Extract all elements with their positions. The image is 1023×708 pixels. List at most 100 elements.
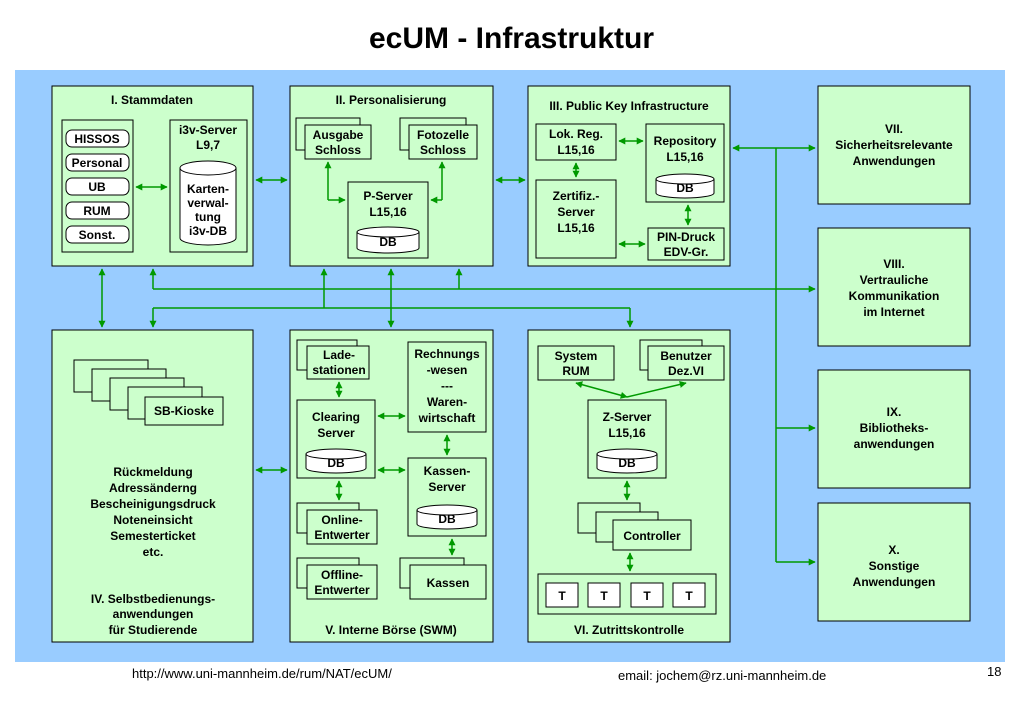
online-line1: Online-	[321, 513, 362, 527]
item-rueckmeldung: Rückmeldung	[113, 465, 192, 479]
i3v-db-line2: verwal-	[187, 196, 228, 210]
r7-line3: Anwendungen	[853, 154, 936, 168]
kassen-db-label: DB	[438, 512, 456, 526]
section-selbstbedienung-title: IV. Selbstbedienungs- anwendungen für St…	[91, 592, 215, 637]
benutzer-line1: Benutzer	[660, 349, 712, 363]
p-server-name: P-Server	[363, 189, 413, 203]
item-semesterticket: Semesterticket	[110, 529, 195, 543]
sb-kioske-label: SB-Kioske	[154, 404, 214, 418]
r9-line1: IX.	[887, 405, 902, 419]
repo-line2: L15,16	[666, 150, 704, 164]
hissos-label: HISSOS	[74, 132, 119, 146]
lokreg-line2: L15,16	[557, 143, 595, 157]
zert-line1: Zertifiz.-	[553, 189, 600, 203]
card-online-entwerter: Online- Entwerter	[296, 502, 378, 545]
card-offline-entwerter: Offline- Entwerter	[296, 557, 378, 600]
card-ausgabe-schloss: Ausgabe Schloss	[295, 117, 372, 160]
i3v-db-line3: tung	[195, 210, 221, 224]
cylinder-personal: Personal	[65, 153, 130, 172]
terminal-3: T	[643, 589, 651, 603]
clearing-line2: Server	[317, 426, 355, 440]
clearing-server-box: Clearing Server DB	[296, 399, 376, 479]
r8-line2: Vertrauliche	[860, 273, 929, 287]
box-sonstige-anwendungen: X. Sonstige Anwendungen	[817, 502, 971, 622]
card-fotozelle-schloss: Fotozelle Schloss	[399, 117, 478, 160]
rum-label: RUM	[83, 204, 110, 218]
r10-line2: Sonstige	[869, 559, 920, 573]
selbstbedienung-items: Rückmeldung Adressänderng Bescheinigungs…	[90, 465, 216, 559]
stammdaten-source-stack: HISSOS Personal UB RUM Sonst.	[61, 119, 134, 253]
item-etc: etc.	[143, 545, 164, 559]
pin-line2: EDV-Gr.	[664, 245, 709, 259]
offline-line1: Offline-	[321, 568, 363, 582]
zserver-db-label: DB	[618, 456, 636, 470]
terminal-2: T	[600, 589, 608, 603]
repository-box: Repository L15,16 DB	[645, 123, 725, 203]
lokreg-line1: Lok. Reg.	[549, 127, 603, 141]
rechnung-line1: Rechnungs	[414, 347, 480, 361]
i3v-db-line4: i3v-DB	[189, 224, 227, 238]
r7-line1: VII.	[885, 122, 903, 136]
r9-line2: Bibliotheks-	[860, 421, 929, 435]
page-title: ecUM - Infrastruktur	[368, 22, 655, 55]
footer-url[interactable]: http://www.uni-mannheim.de/rum/NAT/ecUM/	[132, 666, 392, 681]
cylinder-ub: UB	[65, 177, 130, 196]
card-ladestationen: Lade- stationen	[296, 339, 370, 380]
repo-line1: Repository	[654, 134, 717, 148]
item-adressaenderung: Adressänderng	[109, 481, 197, 495]
zserver-line1: Z-Server	[603, 410, 652, 424]
sonst-label: Sonst.	[79, 228, 116, 242]
rechnung-line3: ---	[441, 379, 453, 393]
clearing-db-cylinder: DB	[305, 448, 367, 474]
lok-reg-box: Lok. Reg. L15,16	[535, 123, 617, 161]
p-server-loc: L15,16	[369, 205, 407, 219]
i3v-db-cylinder: Karten- verwal- tung i3v-DB	[179, 160, 237, 246]
sb-title-line3: für Studierende	[109, 623, 198, 637]
pin-druck-box: PIN-Druck EDV-Gr.	[647, 227, 725, 261]
terminal-4: T	[685, 589, 693, 603]
z-server-box: Z-Server L15,16 DB	[587, 399, 667, 479]
box-sicherheitsrelevante: VII. Sicherheitsrelevante Anwendungen	[817, 85, 971, 205]
card-kassen: Kassen	[399, 557, 487, 600]
zert-line3: L15,16	[557, 221, 595, 235]
sb-kioske-stack: SB-Kioske	[73, 359, 224, 426]
item-bescheinigungsdruck: Bescheinigungsdruck	[90, 497, 216, 511]
ausgabe-line2: Schloss	[315, 143, 361, 157]
rechnung-line2: -wesen	[427, 363, 468, 377]
footer-email[interactable]: email: jochem@rz.uni-mannheim.de	[618, 668, 827, 683]
clearing-db-label: DB	[327, 456, 345, 470]
i3v-server-loc: L9,7	[196, 138, 220, 152]
card-benutzer-dezvi: Benutzer Dez.VI	[639, 339, 725, 381]
online-line2: Entwerter	[314, 528, 370, 542]
controller-label: Controller	[623, 529, 681, 543]
box-vertrauliche-kommunikation: VIII. Vertrauliche Kommunikation im Inte…	[817, 227, 971, 347]
kassenserver-line2: Server	[428, 480, 466, 494]
section-pki-title: III. Public Key Infrastructure	[549, 99, 709, 113]
system-line1: System	[555, 349, 598, 363]
item-noteneinsicht: Noteneinsicht	[113, 513, 192, 527]
controller-stack: Controller	[577, 502, 692, 551]
zertifizierungs-server-box: Zertifiz.- Server L15,16	[535, 179, 617, 259]
p-server-box: P-Server L15,16 DB	[347, 181, 429, 259]
ub-label: UB	[88, 180, 106, 194]
cylinder-sonst: Sonst.	[65, 225, 130, 244]
box-bibliotheksanwendungen: IX. Bibliotheks- anwendungen	[817, 369, 971, 489]
r8-line3: Kommunikation	[849, 289, 940, 303]
r8-line4: im Internet	[863, 305, 924, 319]
kassen-server-box: Kassen- Server DB	[407, 457, 487, 537]
kassenserver-line1: Kassen-	[424, 464, 471, 478]
p-server-db-label: DB	[379, 235, 397, 249]
p-server-db-cylinder: DB	[356, 226, 420, 254]
connectors	[98, 137, 816, 572]
i3v-db-line1: Karten-	[187, 182, 229, 196]
cylinder-rum: RUM	[65, 201, 130, 220]
lade-line1: Lade-	[323, 348, 355, 362]
fotozelle-line1: Fotozelle	[417, 128, 469, 142]
zert-line2: Server	[557, 205, 595, 219]
r10-line3: Anwendungen	[853, 575, 936, 589]
r9-line3: anwendungen	[854, 437, 935, 451]
benutzer-line2: Dez.VI	[668, 364, 704, 378]
r10-line1: X.	[888, 543, 899, 557]
page-number: 18	[987, 664, 1002, 679]
repo-db-label: DB	[676, 181, 694, 195]
